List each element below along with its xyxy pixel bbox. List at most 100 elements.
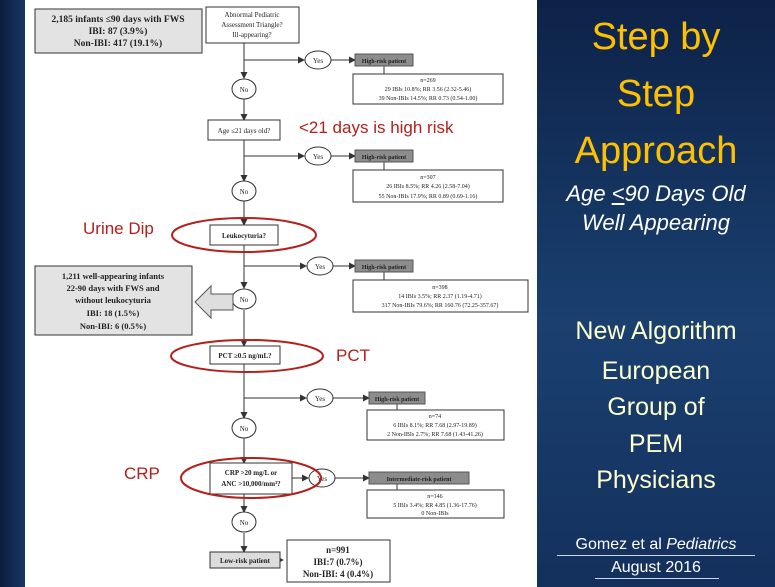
stat-pct-nonibi: 2 Non-IBIs 2.7%; RR 7.68 (1.43-41.26) — [387, 431, 483, 438]
citation-author: Gomez et al — [575, 536, 667, 553]
subtitle-post: 90 Days Old — [624, 181, 746, 206]
no-node-1: No — [231, 78, 257, 100]
stat-low-ibi: IBI:7 (0.7%) — [314, 557, 363, 567]
annotation-crp: CRP — [124, 464, 160, 483]
stat-crp-n: n=146 — [427, 494, 442, 500]
cohort-line-2: IBI: 87 (3.9%) — [89, 26, 148, 37]
high-risk-box-3: High-risk patient — [354, 259, 414, 273]
wellappearing-line-4: IBI: 18 (1.5%) — [87, 308, 140, 318]
annotation-urine-dip: Urine Dip — [83, 219, 154, 238]
pct-question-text: PCT ≥0.5 ng/mL? — [218, 352, 272, 360]
wellappearing-line-1: 1,211 well-appearing infants — [62, 271, 165, 281]
highlight-ellipses — [170, 217, 324, 499]
flowchart-panel: 2,185 infants ≤90 days with FWS IBI: 87 … — [25, 0, 537, 587]
no-node-2: No — [231, 180, 257, 202]
citation-line-1: Gomez et al Pediatrics — [537, 534, 775, 555]
annotation-pct: PCT — [336, 346, 370, 365]
subtitle-line-1: Age <90 Days Old — [537, 180, 775, 207]
crp-line-1: CRP >20 mg/L or — [225, 469, 277, 477]
stat-box-leuko: n=398 14 IBIs 3.5%; RR 2.37 (1.19-4.71) … — [352, 279, 529, 313]
subtitle-line-2: Well Appearing — [582, 210, 730, 235]
wellappearing-line-3: without leukocyturia — [75, 295, 152, 305]
stat-age-ibi: 26 IBIs 8.5%; RR 4.26 (2.58-7.04) — [386, 183, 470, 190]
yes-label-1: Yes — [313, 57, 323, 65]
leukocyturia-text: Leukocyturia? — [222, 232, 266, 240]
citation-date: August 2016 — [611, 559, 701, 576]
stat-age-nonibi: 55 Non-IBIs 17.9%; RR 0.89 (0.69-1.16) — [379, 193, 478, 200]
title-line-1: Step by — [591, 16, 721, 58]
citation-divider — [557, 555, 755, 556]
cohort-line-1: 2,185 infants ≤90 days with FWS — [52, 15, 185, 25]
algorithm-line-4: PEM — [628, 430, 684, 458]
stat-low-nonibi: Non-IBI: 4 (0.4%) — [303, 569, 373, 579]
no-node-5: No — [231, 511, 257, 533]
no-label-5: No — [240, 519, 249, 527]
algorithm-line-3: Group of — [607, 393, 705, 421]
triangle-line-3: Ill-appearing? — [232, 31, 271, 39]
pct-question: PCT ≥0.5 ng/mL? — [209, 345, 281, 365]
no-label-2: No — [240, 188, 249, 196]
leukocyturia-question: Leukocyturia? — [209, 224, 279, 246]
no-label-1: No — [240, 86, 249, 94]
subtitle-pre: Age — [566, 181, 612, 206]
connectors — [240, 42, 398, 564]
high-risk-label-3: High-risk patient — [362, 265, 406, 271]
highlight-crp — [180, 457, 322, 499]
algorithm-line-1: New Algorithm — [575, 317, 737, 345]
highlight-pct — [170, 339, 324, 373]
stat-pct-n: n=74 — [429, 414, 441, 420]
triangle-question: Abnormal Pediatric Assessment Triangle? … — [205, 6, 300, 44]
wellappearing-box: 1,211 well-appearing infants 22-90 days … — [34, 265, 193, 336]
citation-journal: Pediatrics — [666, 536, 737, 553]
yes-node-2: Yes — [304, 146, 332, 166]
high-risk-label-4: High-risk patient — [375, 397, 419, 403]
cohort-box: 2,185 infants ≤90 days with FWS IBI: 87 … — [34, 8, 203, 54]
yes-label-2: Yes — [313, 153, 323, 161]
algorithm-line-5: Physicians — [596, 466, 716, 494]
yes-node-4: Yes — [306, 388, 334, 408]
stat-leuko-ibi: 14 IBIs 3.5%; RR 2.37 (1.19-4.71) — [398, 293, 482, 300]
intermediate-risk-label: Intermediate-risk patient — [387, 477, 452, 483]
left-border — [0, 0, 25, 587]
low-risk-label: Low-risk patient — [220, 557, 271, 565]
triangle-line-1: Abnormal Pediatric — [224, 11, 279, 19]
stat-box-age: n=307 26 IBIs 8.5%; RR 4.26 (2.58-7.04) … — [352, 169, 504, 203]
no-node-3: No — [231, 288, 257, 310]
low-risk-box: Low-risk patient — [209, 551, 281, 569]
title-line-3: Approach — [574, 130, 738, 172]
flowchart: 2,185 infants ≤90 days with FWS IBI: 87 … — [34, 6, 529, 583]
stat-triangle-nonibi: 39 Non-IBIs 14.5%; RR 0.73 (0.54-1.00) — [379, 95, 478, 102]
yes-label-4: Yes — [315, 395, 325, 403]
high-risk-box-4: High-risk patient — [368, 391, 426, 405]
crp-line-2: ANC >10,000/mm³? — [221, 480, 281, 488]
cohort-line-3: Non-IBI: 417 (19.1%) — [74, 38, 162, 49]
yes-label-3: Yes — [315, 263, 325, 271]
stat-pct-ibi: 6 IBIs 8.1%; RR 7.68 (2.97-19.89) — [393, 422, 477, 429]
yes-node-1: Yes — [304, 50, 332, 70]
stat-box-crp: n=146 5 IBIs 3.4%; RR 4.85 (1.36-17.76) … — [366, 489, 505, 519]
stat-low-n: n=991 — [326, 545, 350, 555]
stat-crp-nonibi: 0 Non-IBIs — [421, 511, 449, 517]
wellappearing-line-2: 22-90 days with FWS and — [66, 283, 159, 293]
stat-crp-ibi: 5 IBIs 3.4%; RR 4.85 (1.36-17.76) — [393, 502, 477, 509]
title-line-2: Step — [616, 73, 696, 115]
stat-box-pct: n=74 6 IBIs 8.1%; RR 7.68 (2.97-19.89) 2… — [366, 409, 505, 441]
age-question: Age ≤21 days old? — [207, 119, 281, 141]
left-arrow-icon — [194, 284, 234, 320]
high-risk-box-1: High-risk patient — [354, 53, 414, 67]
no-node-4: No — [231, 417, 257, 439]
algorithm-line-2: European — [601, 357, 711, 385]
age-question-text: Age ≤21 days old? — [218, 127, 271, 135]
stat-box-low: n=991 IBI:7 (0.7%) Non-IBI: 4 (0.4%) — [286, 539, 391, 583]
high-risk-label-2: High-risk patient — [362, 155, 406, 161]
no-label-4: No — [240, 425, 249, 433]
highlight-leukocyturia — [171, 217, 317, 253]
yes-label-5: Yes — [317, 475, 327, 483]
sidebar-panel: Step by Step Approach Age <90 Days Old W… — [537, 0, 775, 587]
crp-question: CRP >20 mg/L or ANC >10,000/mm³? — [209, 462, 293, 495]
stat-box-triangle: n=269 29 IBIs 10.8%; RR 3.56 (2.32-5.46)… — [352, 73, 504, 105]
intermediate-risk-box: Intermediate-risk patient — [368, 471, 470, 485]
stat-triangle-n: n=269 — [420, 78, 435, 84]
annotation-age: <21 days is high risk — [299, 118, 454, 137]
